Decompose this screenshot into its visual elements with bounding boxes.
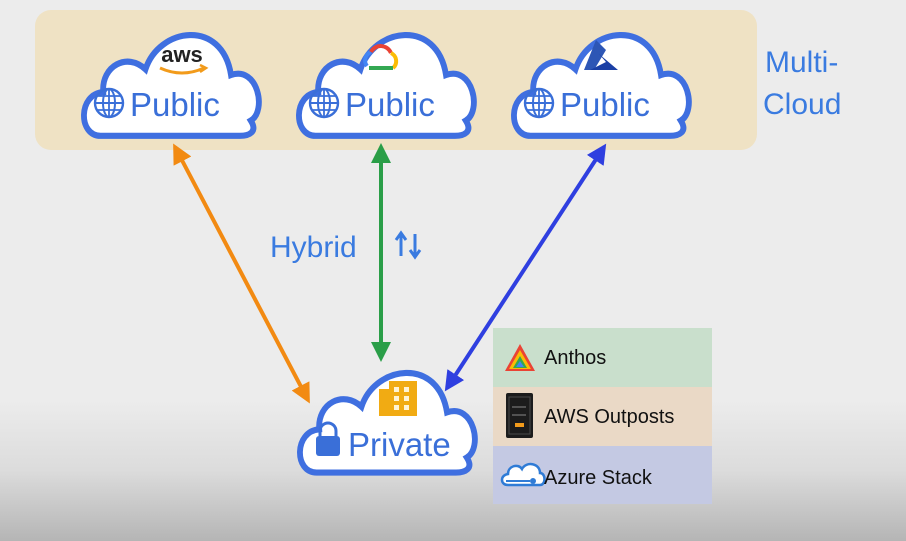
multicloud-label-line2: Cloud bbox=[763, 88, 841, 121]
arrow-private-to-aws bbox=[173, 143, 310, 404]
google-cloud-logo bbox=[363, 44, 399, 70]
hybrid-label: Hybrid bbox=[270, 231, 357, 264]
cloud-label-azure: Public bbox=[560, 86, 650, 123]
cloud-label-private: Private bbox=[348, 426, 451, 463]
legend-row-anthos bbox=[493, 328, 712, 387]
azure-logo bbox=[584, 40, 618, 70]
cloud-label-aws: Public bbox=[130, 86, 220, 123]
multicloud-label-line1: Multi- bbox=[765, 46, 838, 79]
aws-logo: aws bbox=[159, 42, 209, 75]
aws-logo-text: aws bbox=[161, 42, 203, 67]
legend-label-aws-outposts: AWS Outposts bbox=[544, 406, 674, 428]
legend-label-anthos: Anthos bbox=[544, 347, 606, 369]
building-icon bbox=[379, 381, 417, 416]
swap-vertical-icon bbox=[394, 230, 422, 260]
legend: Anthos AWS Outposts Azure Stack bbox=[493, 328, 712, 504]
arrow-private-to-azure bbox=[444, 143, 607, 392]
cloud-label-gcp: Public bbox=[345, 86, 435, 123]
globe-icon bbox=[523, 87, 555, 119]
anthos-icon bbox=[505, 344, 535, 371]
globe-icon bbox=[308, 87, 340, 119]
lock-icon bbox=[316, 421, 340, 456]
azure-stack-cloud-icon bbox=[500, 462, 546, 487]
legend-label-azure-stack: Azure Stack bbox=[544, 467, 653, 489]
server-rack-icon bbox=[506, 393, 533, 438]
globe-icon bbox=[93, 87, 125, 119]
